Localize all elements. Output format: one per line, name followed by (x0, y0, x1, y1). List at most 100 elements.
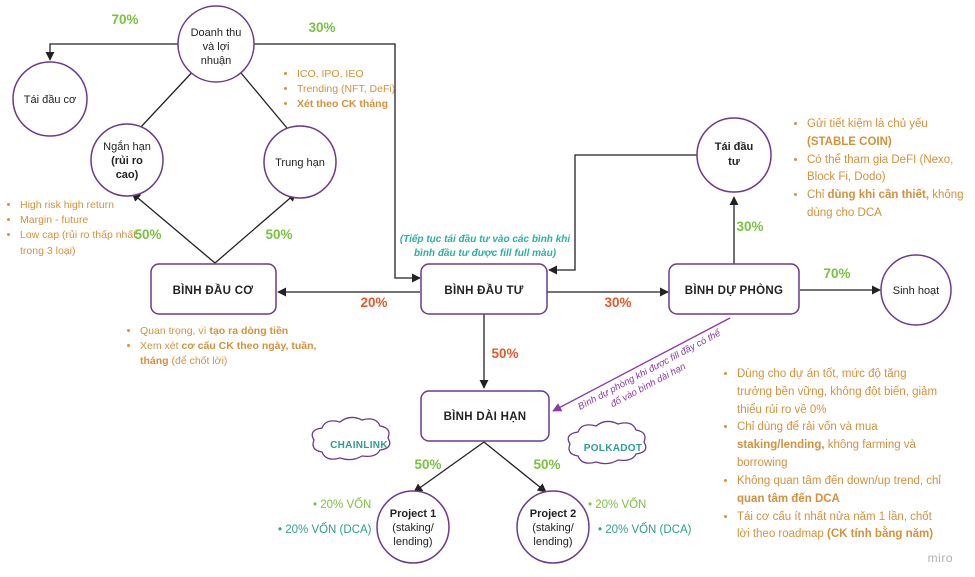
node-binh-dau-co[interactable]: BÌNH ĐẦU CƠ (150, 263, 277, 315)
pct-to-binh-dau-tu: 30% (308, 20, 335, 35)
node-ngan-han[interactable]: Ngắn hạn (rủi ro cao) (90, 123, 164, 197)
node-binh-dau-tu-label: BÌNH ĐẦU TƯ (444, 284, 523, 297)
note-p2-von: • 20% VỐN (588, 499, 647, 511)
note-dau-co-item1: Quan trọng, vì tạo ra dòng tiền (140, 324, 328, 339)
node-binh-dau-tu[interactable]: BÌNH ĐẦU TƯ (420, 263, 548, 315)
note-dau-co-item2-bold: cơ cấu CK theo ngày, tuần, tháng (140, 340, 317, 368)
note-p2-dca-text: 20% VỐN (DCA) (605, 524, 692, 536)
edge-nganhan-doanhthu (139, 66, 198, 129)
node-sinh-hoat[interactable]: Sinh hoạt (880, 254, 952, 326)
node-tai-dau-co[interactable]: Tái đầu cơ (12, 61, 88, 137)
node-doanh-thu[interactable]: Doanh thu và lợi nhuận (177, 5, 255, 83)
note-du-phong-item3: Chỉ dùng khi cần thiết, không dùng cho D… (807, 187, 970, 223)
diag-label-group: Bình dự phòng khi được fill đầy có thể đ… (576, 328, 723, 413)
node-project1-line2: (staking/ (392, 522, 435, 534)
edge-dauco-trunghan (214, 192, 297, 264)
pct-ngan-han: 50% (134, 227, 161, 242)
node-binh-du-phong[interactable]: BÌNH DỰ PHÒNG (668, 263, 800, 315)
note-p2-dca: • 20% VỐN (DCA) (598, 524, 692, 536)
node-ngan-han-line1: Ngắn hạn (103, 140, 151, 153)
note-high-risk: High risk high return Margin - future Lo… (8, 198, 148, 259)
note-dai-han-item1: Dùng cho dự án tốt, mức độ tăng trưởng b… (737, 366, 943, 419)
note-du-phong-item3-pre: Chỉ (807, 189, 828, 202)
node-project2-line3: lending) (533, 536, 572, 548)
note-high-risk-item2: Margin - future (20, 213, 148, 228)
node-tai-dau-tu-line1: Tái đầu (715, 141, 754, 153)
miro-watermark: miro (927, 551, 953, 565)
edges (45, 43, 881, 493)
note-dai-han-item2-bold: staking/lending, (737, 439, 825, 452)
note-dai-han-item3-bold: quan tâm đến DCA (737, 492, 840, 505)
note-du-phong-item2: Có thể tham gia DeFI (Nexo, Block Fi, Do… (807, 152, 970, 188)
node-project2-line1: Project 2 (530, 508, 576, 520)
note-dai-han-item4-pre: Tái cơ cấu ít nhất nửa năm 1 lần, chốt l… (737, 510, 932, 541)
note-trending: ICO, IPO, IEO Trending (NFT, DeFi) Xét t… (285, 67, 395, 113)
node-project2[interactable]: Project 2 (staking/ lending) (516, 490, 590, 564)
node-doanh-thu-line3: nhuận (201, 55, 232, 67)
pct-du-phong-to-sinh-hoat: 70% (823, 266, 850, 281)
node-tai-dau-co-label: Tái đầu cơ (24, 94, 76, 106)
note-dai-han-item3-pre: Không quan tâm đến down/up trend, chỉ (737, 474, 941, 487)
node-doanh-thu-line1: Doanh thu (191, 27, 242, 39)
pct-dau-tu-to-du-phong: 30% (604, 295, 631, 310)
note-du-phong-item1: Gửi tiết kiệm là chủ yếu (STABLE COIN) (807, 116, 970, 152)
node-project1[interactable]: Project 1 (staking/ lending) (376, 490, 450, 564)
diag-label-line1: Bình dự phòng khi được fill đầy có thể (576, 328, 723, 413)
note-du-phong-item3-bold: dùng khi cần thiết, (827, 189, 930, 202)
note-dau-co-item1-pre: Quan trọng, vì (140, 325, 210, 337)
node-tai-dau-tu[interactable]: Tái đầu tư (696, 117, 772, 193)
edge-trunghan-doanhthu (235, 66, 288, 129)
note-dau-co: Quan trọng, vì tạo ra dòng tiền Xem xét … (128, 324, 328, 370)
note-du-phong-item3-post: không dùng cho DCA (807, 189, 964, 220)
note-p1-von: • 20% VỐN (313, 499, 372, 511)
pct-trung-han: 50% (265, 227, 292, 242)
edge-duphong-daihan (552, 317, 731, 412)
note-dai-han-item2-post: không farming và borrowing (737, 439, 916, 470)
note-p1-dca-text: 20% VỐN (DCA) (285, 524, 372, 536)
note-p1-dca: • 20% VỐN (DCA) (278, 524, 372, 536)
pct-dau-tu-to-dai-han: 50% (491, 346, 518, 361)
node-project1-line1: Project 1 (390, 508, 436, 520)
note-high-risk-item1: High risk high return (20, 198, 148, 213)
node-ngan-han-line2: (rủi ro (111, 155, 143, 167)
note-dai-han-item3: Không quan tâm đến down/up trend, chỉ qu… (737, 473, 943, 509)
node-binh-dai-han[interactable]: BÌNH DÀI HẠN (420, 390, 550, 442)
node-doanh-thu-line2: và lợi (203, 41, 230, 53)
node-tai-dau-tu-line2: tư (728, 156, 740, 168)
note-dai-han-item2: Chỉ dùng để rải vốn và mua staking/lendi… (737, 419, 943, 472)
note-trending-item1: ICO, IPO, IEO (297, 67, 395, 82)
node-project2-line2: (staking/ (532, 522, 575, 534)
note-dau-co-item2-post: (để chốt lời) (168, 355, 228, 368)
note-dau-co-item1-bold: tạo ra dòng tiền (209, 325, 289, 337)
note-du-phong-item1-pre: Gửi tiết kiệm là chủ yếu (807, 118, 928, 130)
cloud-polkadot-label: POLKADOT (584, 443, 643, 454)
node-binh-dai-han-label: BÌNH DÀI HẠN (444, 410, 527, 423)
pct-dai-han-to-project2: 50% (533, 457, 560, 472)
note-dau-co-item2-pre: Xem xét (140, 340, 182, 353)
node-binh-du-phong-label: BÌNH DỰ PHÒNG (685, 284, 783, 297)
cloud-chainlink: CHAINLINK (311, 416, 391, 461)
node-ngan-han-line3: cao) (116, 169, 139, 181)
note-trending-item2: Trending (NFT, DeFi) (297, 82, 395, 97)
edge-daihan-project1 (413, 441, 485, 493)
note-dai-han-item2-pre: Chỉ dùng để rải vốn và mua (737, 421, 878, 434)
note-dai-han-item4: Tái cơ cấu ít nhất nửa năm 1 lần, chốt l… (737, 509, 943, 545)
edge-daihan-project2 (483, 441, 547, 493)
node-project1-line3: lending) (393, 536, 432, 548)
note-high-risk-item3: Low cap (rủi ro thấp nhất trong 3 loại) (20, 228, 148, 258)
note-dai-han: Dùng cho dự án tốt, mức độ tăng trưởng b… (725, 366, 943, 544)
cloud-polkadot: POLKADOT (567, 420, 647, 465)
node-binh-dau-co-label: BÌNH ĐẦU CƠ (173, 284, 254, 297)
note-trending-item3: Xét theo CK tháng (297, 97, 395, 112)
edge-doanhthu-taidauco (45, 43, 180, 61)
note-p1-von-text: 20% VỐN (320, 499, 372, 511)
note-du-phong: Gửi tiết kiệm là chủ yếu (STABLE COIN) C… (795, 116, 970, 223)
note-dai-han-item4-bold: (CK tính bằng năm) (827, 528, 934, 541)
pct-dau-tu-to-dau-co: 20% (360, 295, 387, 310)
edge-dauco-nganhan (131, 192, 216, 264)
cloud-chainlink-label: CHAINLINK (330, 440, 388, 451)
pct-to-tai-dau-co: 70% (111, 12, 138, 27)
node-trung-han[interactable]: Trung hạn (263, 125, 337, 199)
node-sinh-hoat-label: Sinh hoạt (893, 285, 939, 297)
